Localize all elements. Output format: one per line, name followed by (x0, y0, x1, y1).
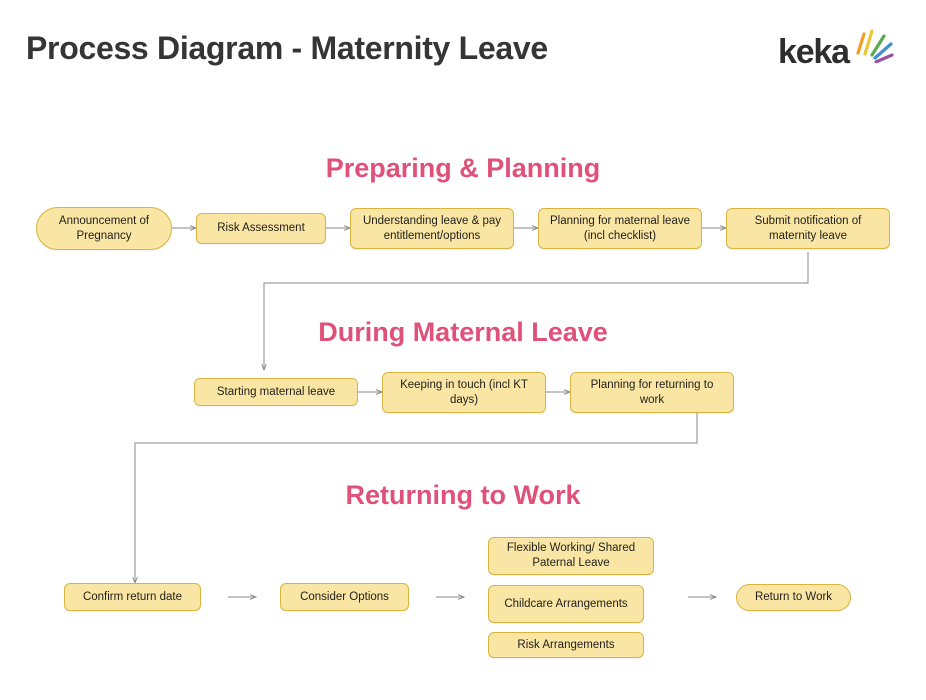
logo-wordmark: keka (778, 33, 850, 71)
node-confirm-return-date[interactable]: Confirm return date (64, 583, 201, 611)
node-keeping-in-touch[interactable]: Keeping in touch (incl KT days) (382, 372, 546, 413)
node-label: Risk Arrangements (517, 638, 615, 651)
node-planning-for-returning-to-work[interactable]: Planning for returning to work (570, 372, 734, 413)
node-label: Starting maternal leave (216, 385, 336, 398)
connector-row1-to-row2 (264, 252, 809, 370)
page-title: Process Diagram - Maternity Leave (26, 30, 548, 66)
logo-rays-icon (856, 29, 894, 63)
keka-logo: keka (778, 27, 896, 77)
node-childcare-arrangements[interactable]: Childcare Arrangements (488, 585, 644, 623)
node-starting-maternal-leave[interactable]: Starting maternal leave (194, 378, 358, 406)
node-return-to-work[interactable]: Return to Work (736, 584, 851, 611)
node-understanding-leave-pay[interactable]: Understanding leave & pay entitlement/op… (350, 208, 514, 249)
node-label: Keeping in touch (incl KT days) (400, 378, 528, 406)
node-label: Consider Options (300, 590, 389, 603)
section-heading-preparing: Preparing & Planning (325, 153, 601, 183)
node-flexible-working-shared-paternal-leave[interactable]: Flexible Working/ Shared Paternal Leave (488, 537, 654, 575)
section-heading-during: During Maternal Leave (318, 317, 608, 347)
node-label: Return to Work (754, 591, 833, 603)
node-label: Planning for maternal leave (incl checkl… (550, 214, 690, 242)
node-label: Flexible Working/ Shared Paternal Leave (506, 542, 636, 569)
node-consider-options[interactable]: Consider Options (280, 583, 409, 611)
node-label: Understanding leave & pay entitlement/op… (362, 214, 502, 242)
node-submit-notification[interactable]: Submit notification of maternity leave (726, 208, 890, 249)
node-label: Planning for returning to work (590, 378, 714, 406)
section-heading-returning: Returning to Work (345, 480, 581, 510)
node-label: Childcare Arrangements (504, 597, 628, 610)
node-label: Risk Assessment (217, 222, 305, 234)
node-label: Submit notification of maternity leave (754, 214, 862, 242)
node-label: Confirm return date (82, 590, 183, 603)
node-label: Announcement of Pregnancy (58, 214, 150, 242)
node-risk-assessment[interactable]: Risk Assessment (196, 213, 326, 244)
node-planning-for-maternal-leave[interactable]: Planning for maternal leave (incl checkl… (538, 208, 702, 249)
node-announcement-of-pregnancy[interactable]: Announcement of Pregnancy (36, 207, 172, 250)
node-risk-arrangements[interactable]: Risk Arrangements (488, 632, 644, 658)
